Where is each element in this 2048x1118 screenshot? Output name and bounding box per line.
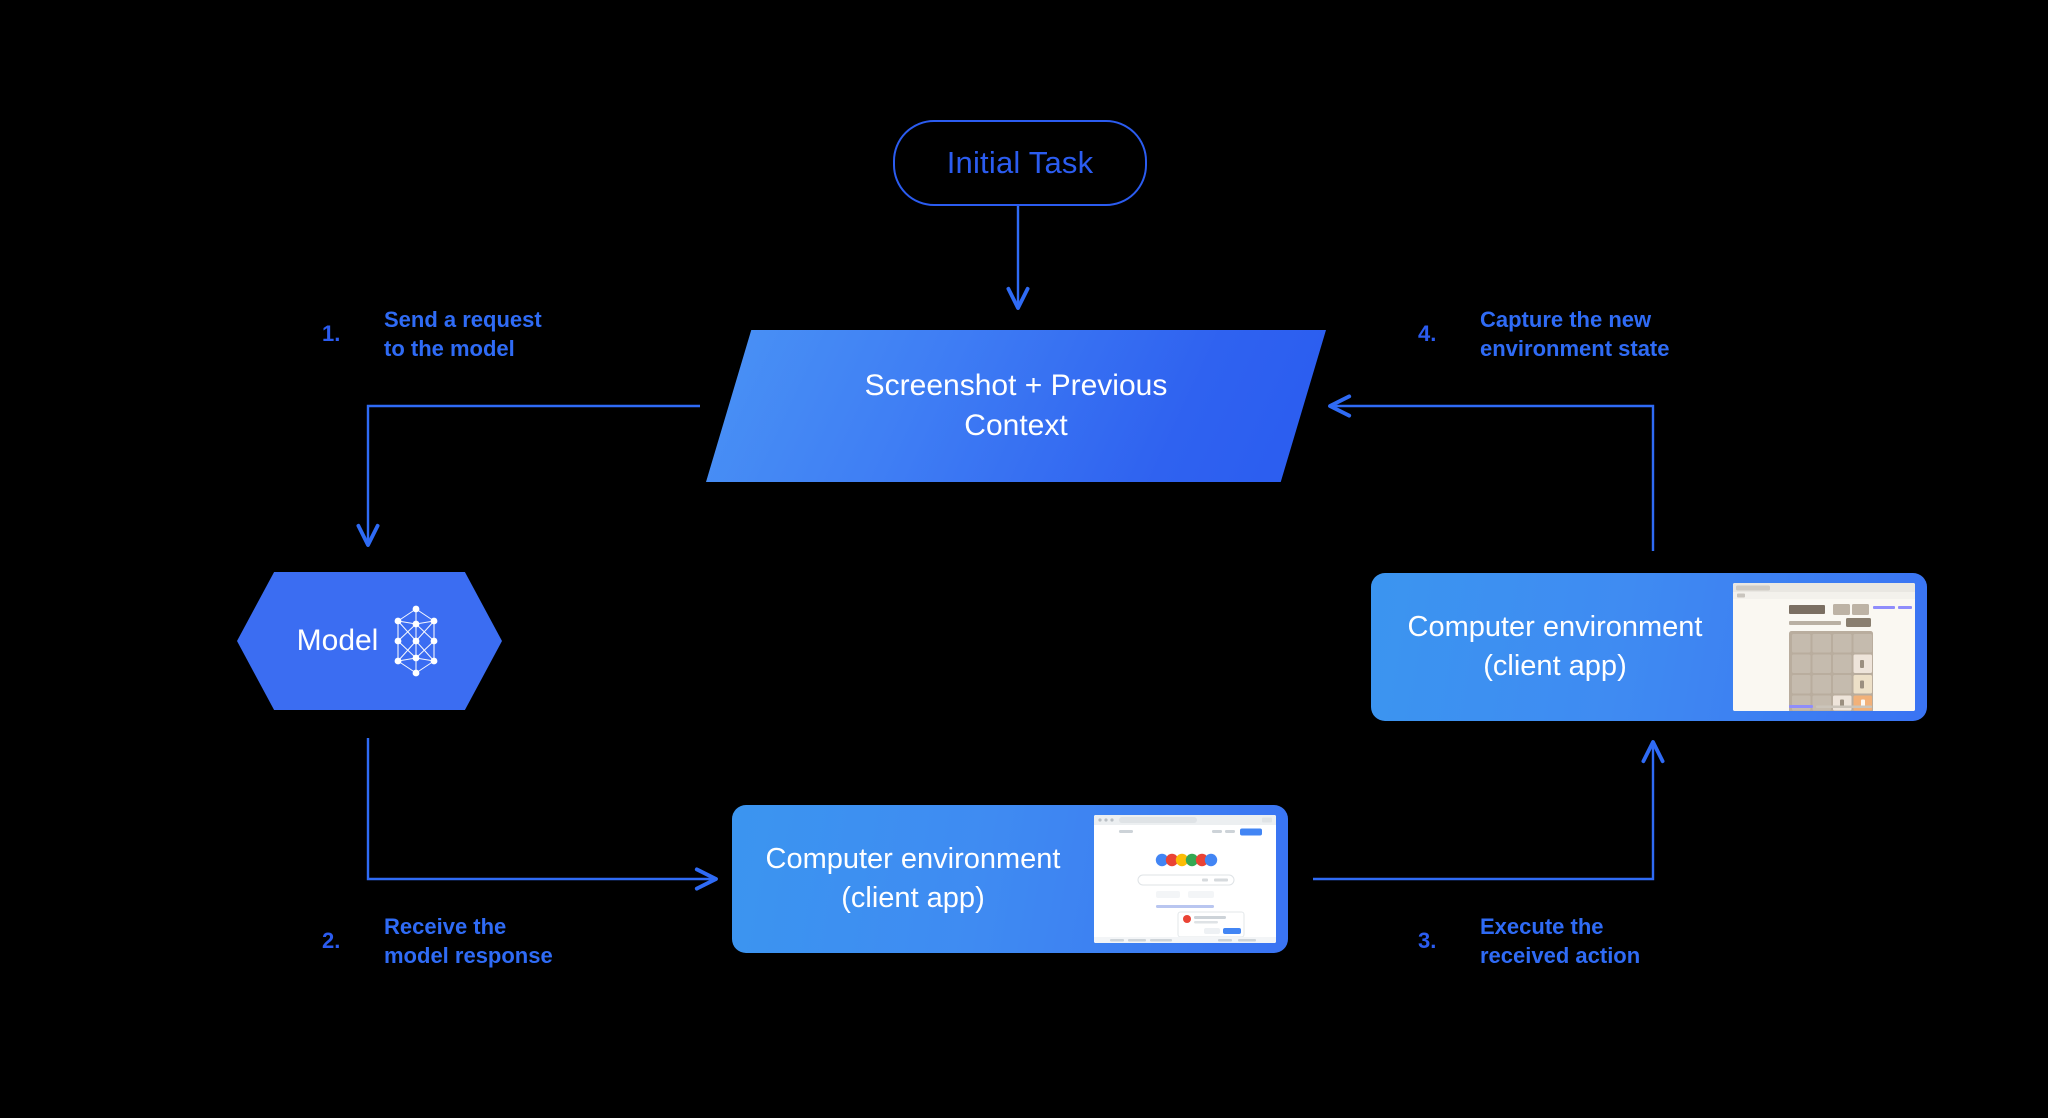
screenshot-context-node: Screenshot + Previous Context: [706, 330, 1326, 482]
step-2-caption: Receive the model response: [384, 912, 553, 970]
step-label-3: 3. Execute the received action: [1418, 912, 1640, 970]
step-3-line2: received action: [1480, 943, 1641, 969]
model-label: Model: [296, 624, 379, 657]
computer-environment-node-bottom: Computer environment (client app): [732, 805, 1288, 953]
step-label-2: 2. Receive the model response: [322, 912, 553, 970]
step-1-number: 1.: [322, 321, 341, 346]
step-2-number: 2.: [322, 928, 341, 953]
step-label-1: 1. Send a request to the model: [322, 305, 542, 363]
model-node: Model: [237, 572, 502, 710]
env-bottom-line2: (client app): [841, 882, 985, 914]
step-3-caption: Execute the received action: [1480, 912, 1640, 970]
step-1-line1: Send a request: [384, 307, 542, 332]
step-label-4: 4. Capture the new environment state: [1418, 305, 1670, 363]
initial-task-label: Initial Task: [946, 145, 1094, 180]
step-1-caption: Send a request to the model: [384, 305, 542, 363]
thumbnail-google-search: [1094, 815, 1276, 943]
step-1-line2: to the model: [384, 336, 515, 362]
env-top-line2: (client app): [1483, 650, 1627, 682]
arrow-3-env-bottom-to-env-top: [1313, 740, 1665, 881]
step-4-number: 4.: [1418, 321, 1437, 346]
screenshot-context-line1: Screenshot + Previous: [864, 368, 1168, 402]
env-bottom-line1: Computer environment: [765, 843, 1061, 876]
env-top-thumbnail: [1733, 583, 1915, 711]
step-4-caption: Capture the new environment state: [1480, 305, 1670, 363]
step-2-line2: model response: [384, 943, 553, 969]
env-top-label: Computer environment (client app): [1377, 608, 1733, 686]
thumbnail-2048-game: [1733, 583, 1915, 711]
step-4-line2: environment state: [1480, 336, 1670, 362]
step-4-line1: Capture the new: [1480, 307, 1652, 332]
neural-network-icon: [394, 605, 438, 677]
env-bottom-thumbnail: [1094, 815, 1276, 943]
arrow-4-env-top-to-screenshot: [1328, 394, 1655, 551]
env-bottom-label: Computer environment (client app): [732, 840, 1094, 918]
screenshot-context-line2: Context: [964, 409, 1068, 442]
arrow-1-screenshot-to-model: [356, 404, 700, 547]
arrow-2-model-to-env-bottom: [366, 738, 718, 891]
computer-environment-node-top: Computer environment (client app): [1371, 573, 1927, 721]
step-3-number: 3.: [1418, 928, 1437, 953]
step-3-line1: Execute the: [1480, 914, 1604, 939]
screenshot-context-text: Screenshot + Previous Context: [865, 366, 1168, 446]
env-top-line1: Computer environment: [1407, 611, 1703, 644]
initial-task-node: Initial Task: [893, 120, 1147, 206]
step-2-line1: Receive the: [384, 914, 507, 939]
